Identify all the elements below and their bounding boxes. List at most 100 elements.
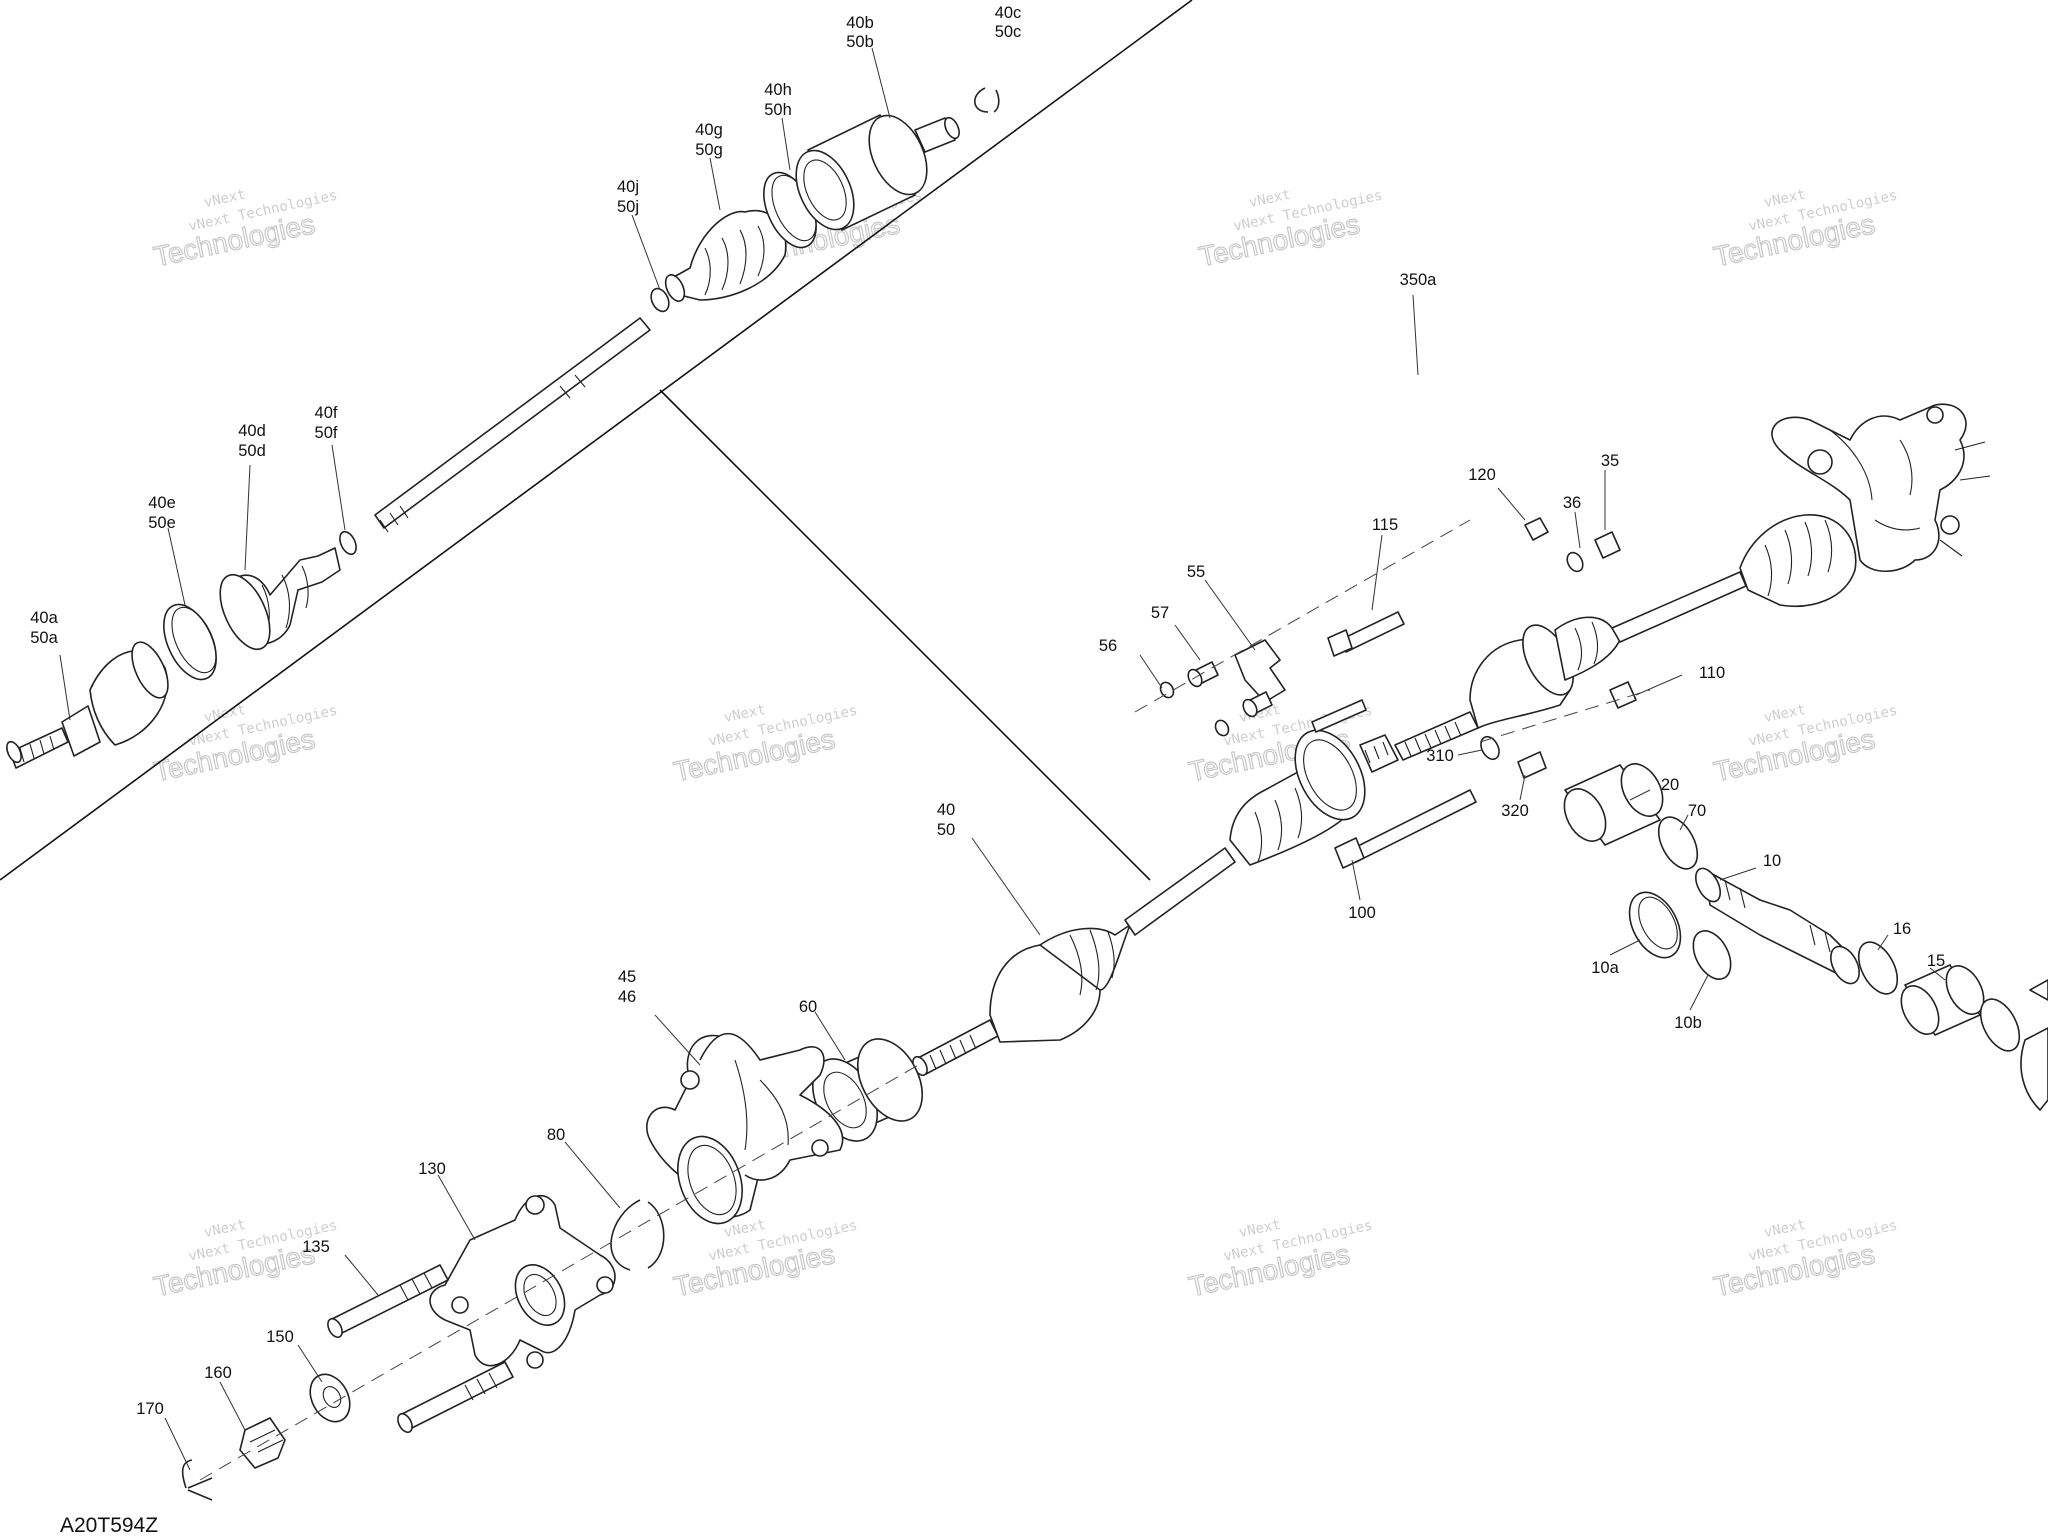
callout-135: 135	[302, 1238, 330, 1256]
ring-70	[1657, 816, 1699, 870]
callout-130: 130	[418, 1160, 446, 1178]
callout-20: 20	[1661, 776, 1679, 794]
circlip-80	[610, 1199, 665, 1271]
callout-70: 70	[1688, 802, 1706, 820]
washer-310	[1480, 735, 1500, 761]
callout-150: 150	[266, 1328, 294, 1346]
shaft-inner-joint-ring	[1294, 729, 1366, 821]
callout-40j: 40j	[617, 178, 639, 196]
callout-40h: 40h	[764, 81, 792, 99]
joint-15	[1900, 964, 1985, 1036]
callout-15: 15	[1927, 952, 1945, 970]
section-connector-line	[659, 389, 1151, 881]
watermark: vNext vNext Technologies Technologies	[1710, 1217, 1898, 1303]
assembly-axis-upper	[1134, 519, 1471, 713]
callout-40d: 40d	[238, 422, 266, 440]
boot-40g	[664, 209, 787, 302]
callout-56: 56	[1099, 637, 1117, 655]
callout-50d: 50d	[238, 442, 266, 460]
ring-10b	[1692, 930, 1732, 980]
drawing-reference-code: A20T594Z	[60, 1514, 158, 1536]
shaft-outer-boot	[1039, 924, 1131, 991]
callout-40a: 40a	[30, 609, 58, 627]
callout-50e: 50e	[148, 514, 176, 532]
watermark: vNext vNext Technologies Technologies	[1710, 702, 1898, 788]
callout-115: 115	[1372, 516, 1398, 534]
callout-50f: 50f	[315, 424, 338, 442]
callout-46: 46	[618, 988, 636, 1006]
watermark: vNext vNext Technologies Technologies	[150, 187, 338, 273]
callout-170: 170	[136, 1400, 164, 1418]
ring-10a	[1628, 891, 1682, 959]
band-clamp-40e	[163, 603, 217, 681]
nut-35	[1594, 531, 1621, 559]
callout-40g: 40g	[695, 121, 723, 139]
bolt-320	[1517, 751, 1547, 779]
inset-driveshaft-exploded	[6, 87, 1000, 769]
callout-45: 45	[618, 968, 636, 986]
shaft-middle	[1124, 847, 1236, 936]
callout-50a: 50a	[30, 629, 58, 647]
callout-40b: 40b	[846, 14, 874, 32]
callout-50c: 50c	[995, 23, 1022, 41]
watermark-group: vNext vNext Technologies Technologies vN…	[150, 187, 1898, 1303]
callout-50: 50	[937, 821, 955, 839]
axle-shaft	[374, 317, 651, 533]
assembly-axis-right	[1479, 689, 1651, 743]
watermark: vNext vNext Technologies Technologies	[670, 1217, 858, 1303]
housing-20	[1563, 763, 1664, 846]
circlip-40c	[974, 87, 1000, 113]
outer-joint-40a	[6, 641, 169, 769]
callout-50h: 50h	[764, 101, 792, 119]
callout-40c: 40c	[995, 4, 1022, 22]
castle-nut-160	[239, 1417, 286, 1469]
bolt-100	[1349, 789, 1477, 863]
callout-labels: 40b 50b 40c 50c 40h 50h 40g 50g 40j 50j …	[30, 4, 1945, 1418]
callout-310: 310	[1426, 747, 1454, 765]
wheel-end-assembly	[181, 1032, 924, 1501]
callout-80: 80	[547, 1126, 565, 1144]
callout-10a: 10a	[1591, 959, 1619, 977]
callout-350a: 350a	[1400, 271, 1438, 289]
callout-110: 110	[1699, 664, 1725, 682]
callout-100: 100	[1348, 904, 1376, 922]
callout-120: 120	[1468, 466, 1496, 484]
callout-50b: 50b	[846, 33, 874, 51]
section-divider-line	[0, 0, 1193, 881]
inner-joint-40b	[795, 114, 960, 231]
knuckle-45	[646, 1032, 844, 1225]
washer-150	[309, 1373, 351, 1423]
drive-shaft-assembly-40	[912, 699, 1399, 1077]
callout-60: 60	[799, 998, 817, 1016]
boot-40d	[219, 547, 341, 651]
callout-10: 10	[1763, 852, 1781, 870]
callout-40e: 40e	[148, 494, 176, 512]
washer-36	[1566, 551, 1584, 573]
shaft-splined-end	[917, 1019, 999, 1075]
callout-36: 36	[1563, 494, 1581, 512]
callout-10b: 10b	[1674, 1014, 1702, 1032]
shaft-10	[1694, 867, 1860, 985]
hub-130	[429, 1194, 616, 1369]
watermark: vNext vNext Technologies Technologies	[1710, 187, 1898, 273]
callout-57: 57	[1151, 604, 1169, 622]
callout-40f: 40f	[315, 404, 338, 422]
wheel-studs-135	[327, 1264, 514, 1434]
washer-56	[1159, 681, 1175, 699]
small-clamp-40j	[650, 287, 670, 313]
callout-50g: 50g	[695, 141, 723, 159]
callout-55: 55	[1187, 563, 1205, 581]
watermark: vNext vNext Technologies Technologies	[1195, 187, 1383, 273]
callout-35: 35	[1601, 452, 1619, 470]
right-knuckle	[1771, 403, 1967, 572]
callout-40: 40	[937, 801, 955, 819]
nut-110	[1609, 681, 1637, 709]
callout-160: 160	[204, 1364, 232, 1382]
callout-320: 320	[1501, 802, 1529, 820]
watermark: vNext vNext Technologies Technologies	[1185, 1217, 1373, 1303]
right-shaft-assembly	[1159, 58, 2048, 1111]
watermark: vNext vNext Technologies Technologies	[670, 702, 858, 788]
small-clamp-40f	[339, 530, 357, 556]
callout-50j: 50j	[617, 198, 639, 216]
